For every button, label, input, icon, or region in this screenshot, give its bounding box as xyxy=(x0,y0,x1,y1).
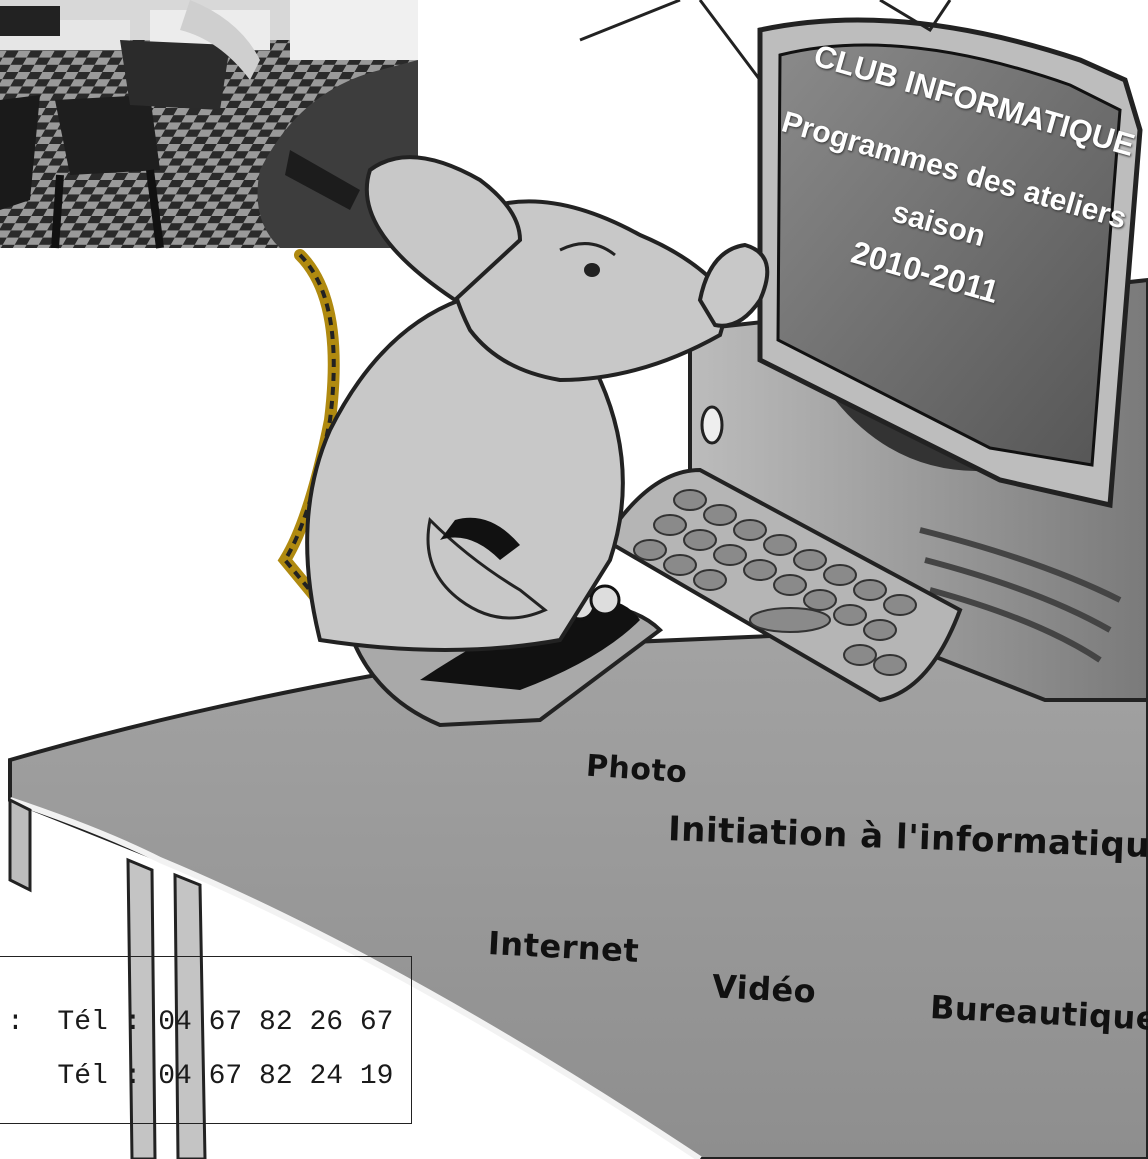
keyboard xyxy=(602,467,963,703)
mouse-character xyxy=(305,155,770,652)
phone-line-1: : Tél : 04 67 82 26 67 xyxy=(7,1007,394,1038)
monitor xyxy=(579,0,1143,509)
classroom-photo xyxy=(0,0,418,249)
workshop-internet: Internet xyxy=(487,924,641,970)
contact-box: : Tél : 04 67 82 26 67 Tél : 04 67 82 24… xyxy=(0,956,412,1124)
workshop-photo: Photo xyxy=(584,748,689,791)
workshop-video: Vidéo xyxy=(711,967,818,1011)
desk xyxy=(8,617,1148,1159)
phone-line-2: Tél : 04 67 82 24 19 xyxy=(7,1061,394,1092)
